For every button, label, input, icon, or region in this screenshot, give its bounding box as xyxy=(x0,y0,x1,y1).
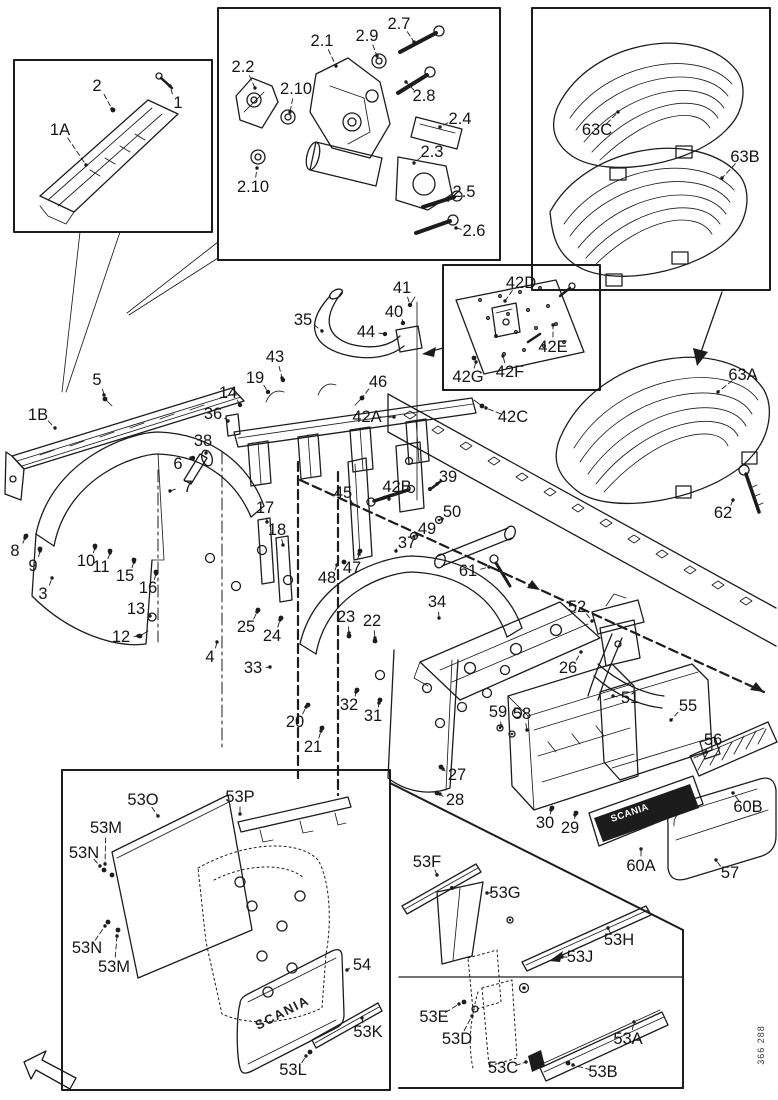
plate-perforations xyxy=(478,286,566,356)
chassis-rail xyxy=(298,393,777,694)
leader-lines-layer xyxy=(22,31,739,1071)
inset-box-bracket-2x xyxy=(126,7,501,316)
center-lines xyxy=(157,451,340,797)
grilles-and-lamp: SCANIA xyxy=(588,721,778,881)
inset-box-plate-42 xyxy=(422,264,601,391)
sill-panel-1b xyxy=(4,387,245,501)
rear-mudguard-63a xyxy=(555,356,770,514)
arch-tube-35 xyxy=(313,288,423,359)
bracket-42a-45 xyxy=(341,301,516,588)
panel-trim-strips xyxy=(389,782,684,1089)
cross-brace-34 xyxy=(413,601,601,701)
rear-step-bumper xyxy=(496,593,721,816)
mudflap-brand-text: SCANIA xyxy=(253,993,312,1033)
center-fender-33 xyxy=(299,555,523,796)
figure-number: 366 288 xyxy=(756,1025,766,1065)
inset-box-mudguard-tops xyxy=(531,7,771,366)
direction-of-travel-arrow xyxy=(23,1050,77,1090)
inset-box-bracket-1a xyxy=(13,59,213,393)
front-fender-3 xyxy=(23,431,294,646)
mounting-bar-clamps xyxy=(183,377,477,603)
inset-box-mudflap-kit: SCANIA xyxy=(61,769,391,1091)
